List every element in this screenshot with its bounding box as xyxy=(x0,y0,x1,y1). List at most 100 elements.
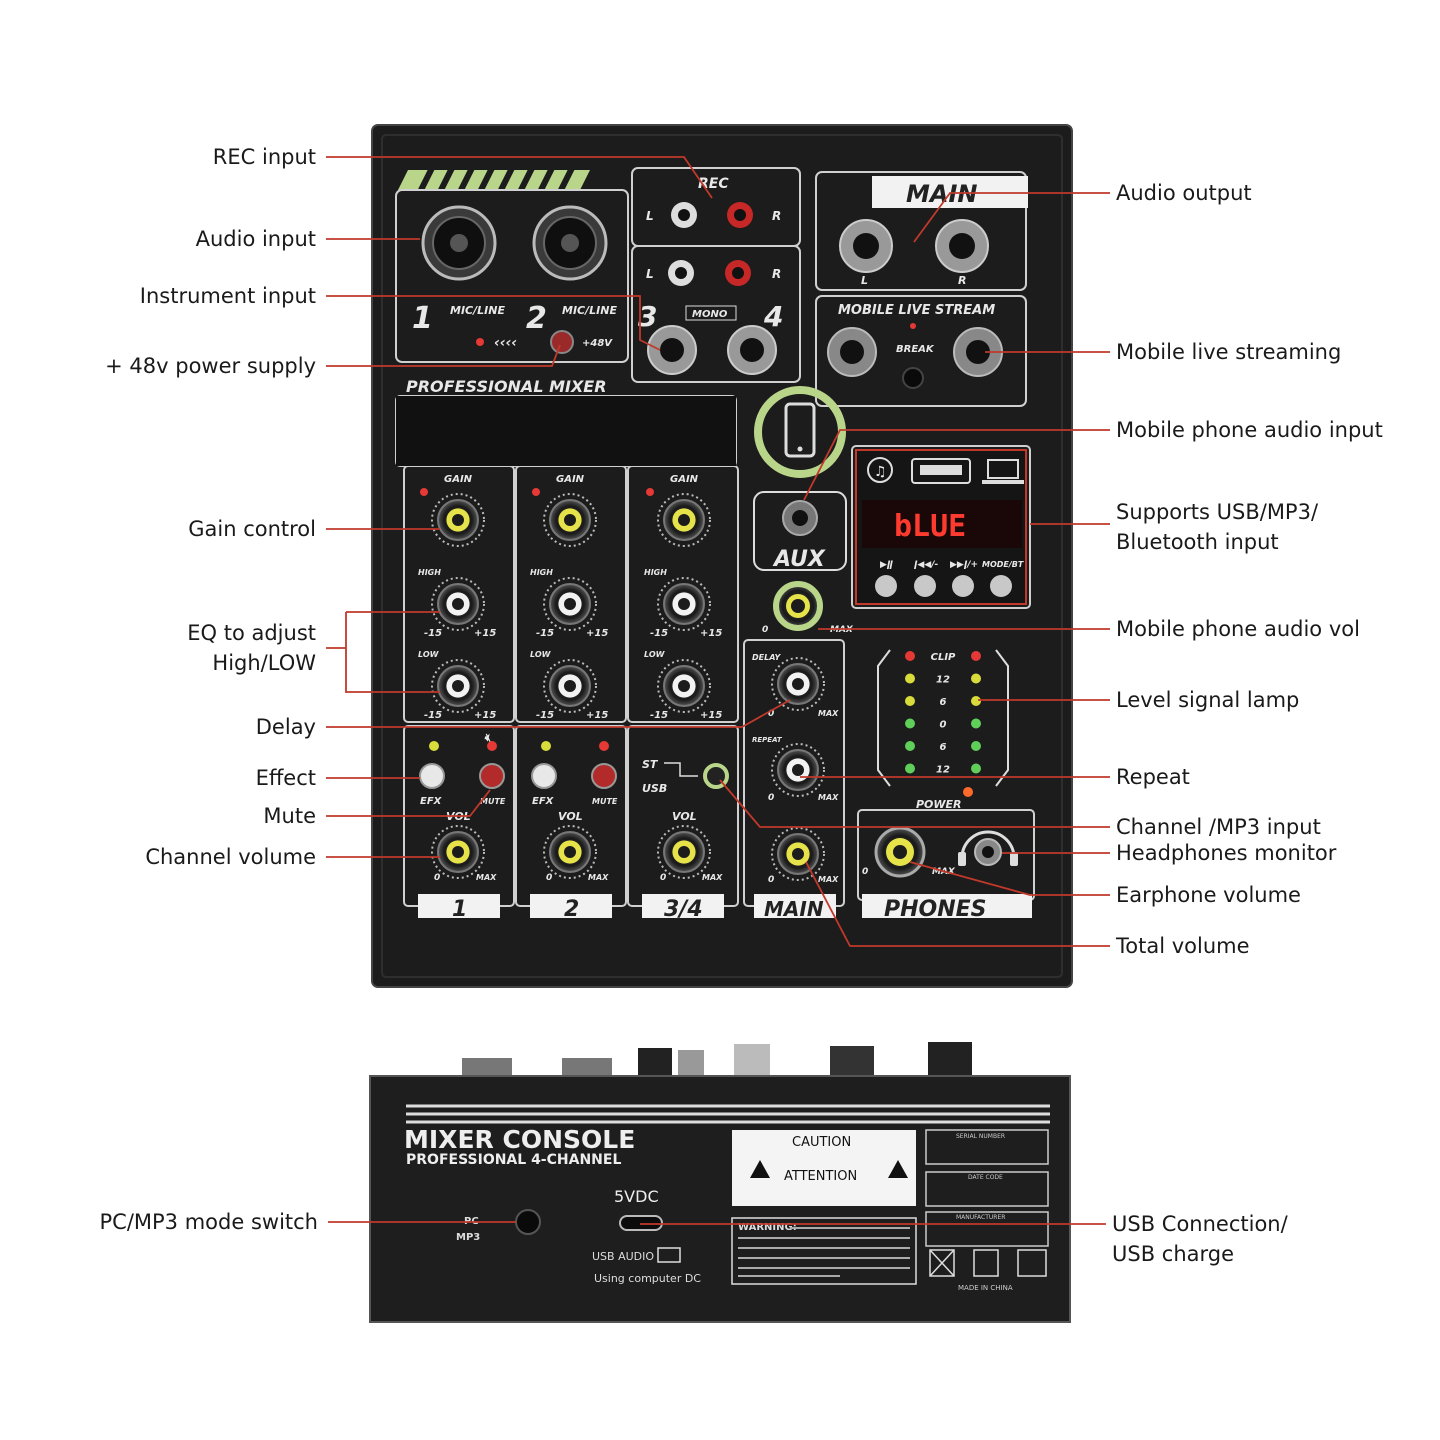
caution-label: CAUTION xyxy=(792,1135,851,1150)
meter-led xyxy=(905,741,915,751)
headphone-icon xyxy=(958,830,1018,866)
media-module: ♫ bLUE ▶ǁ ǀ◀◀/- ▶▶ǀ/+ MODE/BT xyxy=(855,449,1027,605)
ch2-low-eq-knob[interactable] xyxy=(543,659,597,713)
phones-volume-knob[interactable] xyxy=(874,826,926,878)
callout-eq-adjust: EQ to adjust xyxy=(187,621,316,645)
ch4-jack[interactable] xyxy=(727,325,777,375)
ch1-efx-led xyxy=(429,741,439,751)
main-output-right-jack[interactable] xyxy=(935,219,989,273)
svg-text:2: 2 xyxy=(564,897,579,922)
phantom-led xyxy=(476,338,484,346)
callout-pc-mp3-switch: PC/MP3 mode switch xyxy=(99,1210,319,1234)
svg-text:MUTE: MUTE xyxy=(480,797,506,806)
ch1-volume-knob[interactable] xyxy=(431,825,485,879)
mobile-live-stream-label: MOBILE LIVE STREAM xyxy=(838,303,995,318)
callout-total-volume: Total volume xyxy=(1116,934,1250,958)
aux-label: AUX xyxy=(772,547,826,572)
svg-text:MAX: MAX xyxy=(830,625,854,635)
ch2-efx-button[interactable] xyxy=(531,763,557,789)
callout-repeat: Repeat xyxy=(1116,765,1190,789)
callout-bluetooth-input: Bluetooth input xyxy=(1116,530,1279,554)
meter-led xyxy=(971,763,981,774)
break-button[interactable] xyxy=(902,367,924,389)
rec-rca-right[interactable] xyxy=(727,202,753,228)
meter-label: CLIP xyxy=(931,652,956,663)
callout-level-signal-lamp: Level signal lamp xyxy=(1116,688,1300,712)
svg-text:L: L xyxy=(861,274,868,287)
phantom-power-button[interactable] xyxy=(550,330,574,354)
aux-input-jack[interactable] xyxy=(782,500,818,536)
callout-rec-input: REC input xyxy=(212,145,316,169)
meter-label: 6 xyxy=(940,697,947,708)
callout-mobile-phone-audio-vol: Mobile phone audio vol xyxy=(1116,617,1360,641)
callout-line xyxy=(913,192,1110,243)
meter-led xyxy=(971,741,981,751)
repeat-knob[interactable] xyxy=(771,743,825,797)
ch3-low-eq-knob[interactable] xyxy=(657,659,711,713)
ch1-efx-button[interactable] xyxy=(419,763,445,789)
ch2-gain-knob[interactable] xyxy=(543,493,597,547)
meter-led xyxy=(905,651,915,661)
eq-max-label: +15 xyxy=(586,628,608,639)
ch1-high-eq-knob[interactable] xyxy=(431,577,485,631)
mic-line-label-1: MIC/LINE xyxy=(450,304,505,317)
weee-bin-icon xyxy=(929,1249,955,1277)
strip-labels: 1 2 3/4 MAIN PHONES xyxy=(418,894,1032,922)
callout-gain-control: Gain control xyxy=(188,517,316,541)
low-label: LOW xyxy=(530,650,552,659)
callout-line xyxy=(719,779,1110,828)
callout-instrument-input: Instrument input xyxy=(139,284,316,308)
previous-button[interactable] xyxy=(914,575,936,597)
svg-text:EFX: EFX xyxy=(420,796,443,807)
svg-text:‹‹‹‹: ‹‹‹‹ xyxy=(494,335,517,351)
play-pause-button[interactable] xyxy=(875,575,897,597)
aux-volume-knob[interactable] xyxy=(773,581,823,631)
live-stream-jack-left[interactable] xyxy=(827,327,877,377)
music-note-icon xyxy=(867,457,893,483)
ch3-gain-knob[interactable] xyxy=(657,493,711,547)
rec-rca-left[interactable] xyxy=(671,202,697,228)
led-display: bLUE xyxy=(894,509,966,544)
ce-icon xyxy=(1017,1249,1047,1277)
headphones-jack[interactable] xyxy=(974,838,1002,866)
ch1-low-eq-knob[interactable] xyxy=(431,659,485,713)
next-button[interactable] xyxy=(952,575,974,597)
ch2-mute-button[interactable] xyxy=(591,763,617,789)
xlr-combo-jack-2[interactable] xyxy=(532,205,608,281)
callout-line xyxy=(909,861,1110,896)
callout-usb-charge: USB charge xyxy=(1112,1242,1235,1266)
ch3-jack[interactable] xyxy=(647,325,697,375)
back-subtitle: PROFESSIONAL 4-CHANNEL xyxy=(406,1152,621,1168)
main-output-left-jack[interactable] xyxy=(839,219,893,273)
ch2-volume-knob[interactable] xyxy=(543,825,597,879)
eq-max-label: +15 xyxy=(474,628,496,639)
mode-bt-button[interactable] xyxy=(990,575,1012,597)
meter-led xyxy=(905,763,915,774)
ch3-high-eq-knob[interactable] xyxy=(657,577,711,631)
eq-max-label: +15 xyxy=(700,628,722,639)
eq-min-label: -15 xyxy=(650,710,668,721)
warning-label: WARNING: xyxy=(738,1222,797,1233)
ch3-volume-knob[interactable] xyxy=(657,825,711,879)
callout-phantom-power: + 48v power supply xyxy=(105,354,316,378)
ch2-high-eq-knob[interactable] xyxy=(543,577,597,631)
delay-max-label: MAX xyxy=(818,709,839,718)
channel-number-2: 2 xyxy=(526,301,547,336)
delay-label: DELAY xyxy=(752,653,781,662)
channel-number-4: 4 xyxy=(763,300,783,333)
delay-knob[interactable] xyxy=(771,657,825,711)
usb-c-port[interactable] xyxy=(619,1215,663,1231)
ch1-gain-knob[interactable] xyxy=(431,493,485,547)
xlr-combo-jack-1[interactable] xyxy=(421,205,497,281)
meter-led xyxy=(905,718,915,729)
callout-line xyxy=(326,344,561,367)
ch1-mute-button[interactable] xyxy=(479,763,505,789)
gain-clip-led xyxy=(420,488,428,496)
mute-speaker-icon: 🔇︎ xyxy=(484,731,491,744)
repeat-min-label: 0 xyxy=(768,793,774,803)
pc-mp3-switch[interactable] xyxy=(515,1209,541,1235)
meter-led xyxy=(971,651,981,661)
ch34-rca-left[interactable] xyxy=(668,260,694,286)
ch34-rca-right[interactable] xyxy=(725,260,751,286)
